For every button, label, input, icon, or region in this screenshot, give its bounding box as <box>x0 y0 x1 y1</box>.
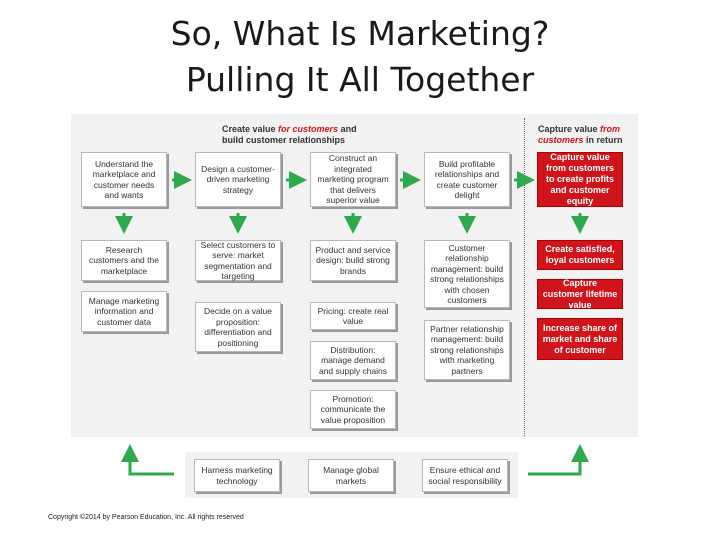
header-create-value: Create value for customers and build cus… <box>222 124 357 145</box>
left-up-arrow-icon <box>121 444 174 476</box>
copyright-notice: Copyright ©2014 by Pearson Education, In… <box>48 514 244 521</box>
right-up-arrow-icon <box>528 444 589 476</box>
step5-capture-value: Capture value from customers to create p… <box>537 152 623 207</box>
step5-customer-lifetime-value: Capture customer lifetime value <box>537 278 623 310</box>
step4-customer-relationship-management: Customer relationship management: build … <box>424 240 510 308</box>
step5-share-of-market: Increase share of market and share of cu… <box>537 318 623 360</box>
step3-product-service-design: Product and service design: build strong… <box>310 240 396 281</box>
step2-value-proposition: Decide on a value proposition: different… <box>195 302 281 352</box>
bottom-manage-global-markets: Manage global markets <box>308 459 394 492</box>
slide-title-line-2: Pulling It All Together <box>185 60 535 99</box>
step3-pricing: Pricing: create real value <box>310 302 396 330</box>
bottom-ethical-responsibility: Ensure ethical and social responsibility <box>422 459 508 492</box>
step2-select-customers: Select customers to serve: market segmen… <box>195 240 281 281</box>
step2-design-strategy: Design a customer-driven marketing strat… <box>195 152 281 207</box>
slide-title-line-1: So, What Is Marketing? <box>170 14 550 53</box>
bottom-harness-technology: Harness marketing technology <box>194 459 280 492</box>
header-capture-value: Capture value from customers in return <box>538 124 623 145</box>
step1-research-customers: Research customers and the marketplace <box>81 240 167 281</box>
step3-integrated-program: Construct an integrated marketing progra… <box>310 152 396 207</box>
step4-profitable-relationships: Build profitable relationships and creat… <box>424 152 510 207</box>
step3-promotion: Promotion: communicate the value proposi… <box>310 390 396 429</box>
step4-partner-relationship-management: Partner relationship management: build s… <box>424 320 510 380</box>
step1-understand-marketplace: Understand the marketplace and customer … <box>81 152 167 207</box>
section-divider <box>524 118 525 436</box>
step5-satisfied-loyal-customers: Create satisfied, loyal customers <box>537 240 623 270</box>
step1-manage-information: Manage marketing information and custome… <box>81 291 167 332</box>
step3-distribution: Distribution: manage demand and supply c… <box>310 341 396 380</box>
